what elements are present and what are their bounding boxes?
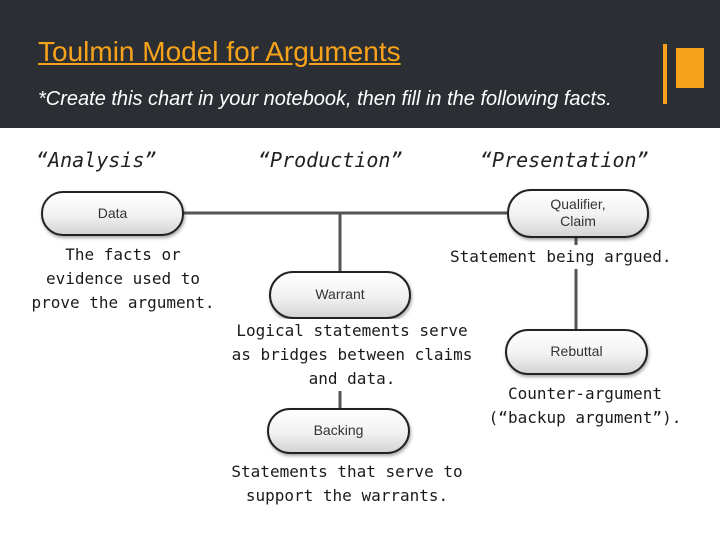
qualifier-label: Qualifier, [550,196,606,212]
data-description: The facts or evidence used to prove the … [18,243,228,315]
slide-subtitle: *Create this chart in your notebook, the… [38,88,612,110]
warrant-node [269,271,411,319]
rebuttal-node-label: Rebuttal [550,343,603,359]
data-node-label: Data [97,205,128,221]
column-heading-production: “Production” [258,148,403,172]
accent-bar [663,44,667,104]
slide-title: Toulmin Model for Arguments [38,36,401,67]
qualifier-claim-node [507,189,649,238]
accent-block [676,48,704,88]
rebuttal-node [505,329,648,375]
rebuttal-description: Counter-argument (“backup argument”). [472,382,698,430]
claim-label: Claim [560,213,596,229]
backing-description: Statements that serve to support the war… [212,460,482,508]
backing-node-label: Backing [313,422,364,438]
qualifier-claim-node-label: Qualifier, Claim [508,196,648,230]
slide-header: Toulmin Model for Arguments *Create this… [0,0,720,128]
column-heading-analysis: “Analysis” [36,148,157,172]
claim-description: Statement being argued. [450,245,700,269]
backing-node [267,408,410,454]
column-heading-presentation: “Presentation” [480,148,649,172]
warrant-description: Logical statements serve as bridges betw… [212,319,492,391]
data-node [41,191,184,236]
warrant-node-label: Warrant [315,286,365,302]
